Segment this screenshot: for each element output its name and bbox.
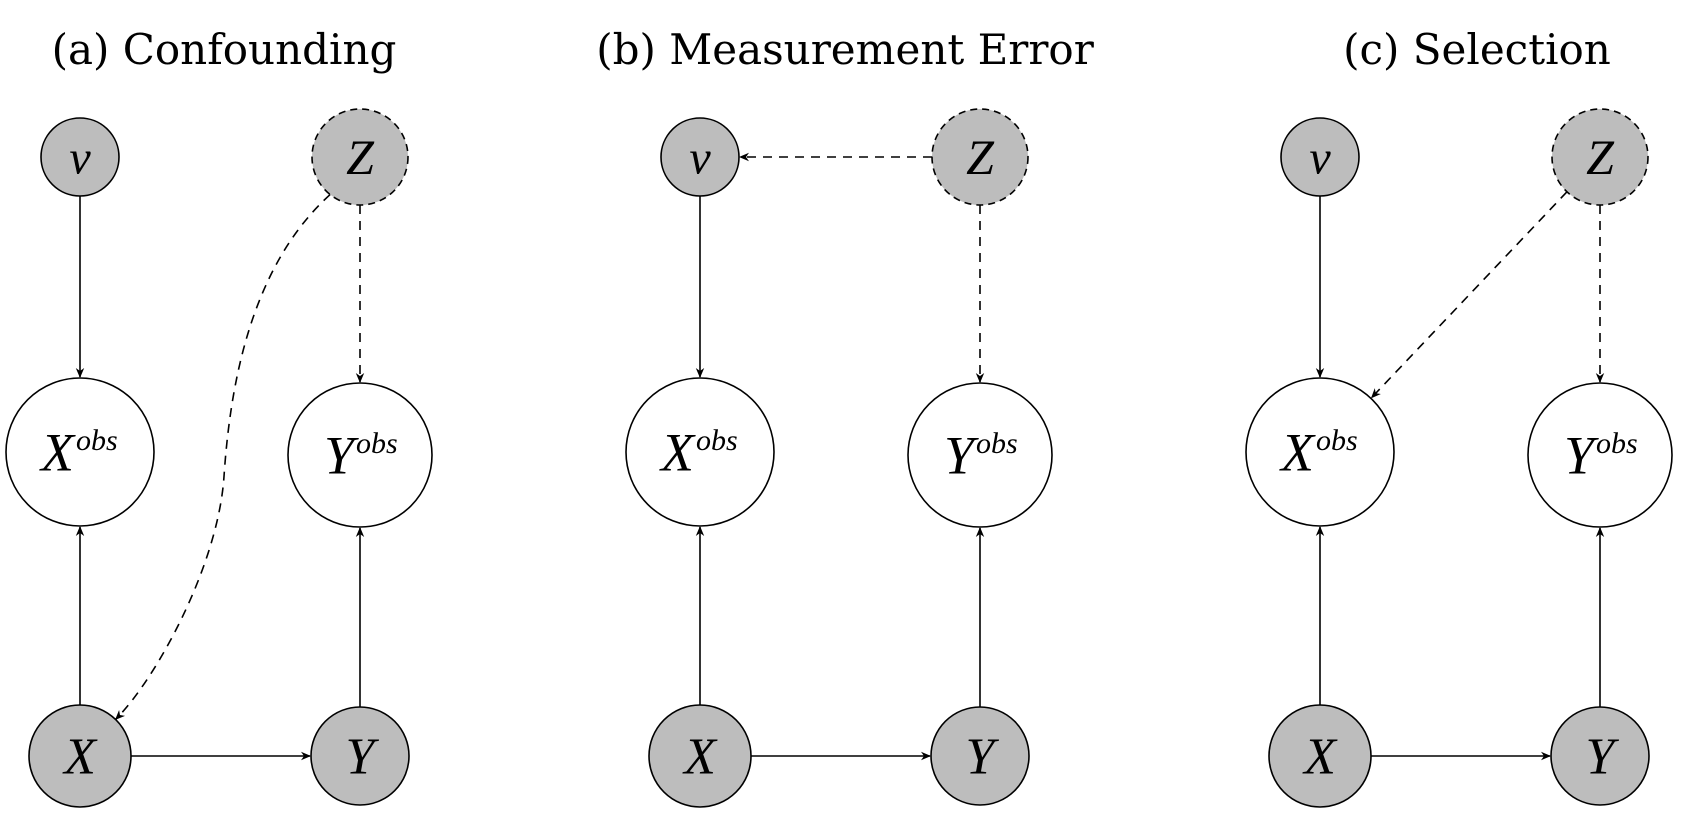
node-nu-circle <box>1280 117 1360 197</box>
node-nu: ν <box>660 117 740 197</box>
node-nu-label: ν <box>69 131 91 184</box>
node-z: Z <box>1551 108 1649 206</box>
node-xobs-superscript: obs <box>76 424 118 457</box>
node-z-circle <box>311 108 409 206</box>
node-xobs-superscript: obs <box>1316 424 1358 457</box>
node-z-label: Z <box>346 129 375 185</box>
edges-confounding <box>75 193 365 761</box>
panel-title: (a) Confounding <box>52 25 397 74</box>
node-yobs-circle <box>287 382 433 528</box>
node-y-circle <box>930 706 1030 806</box>
node-x-label: X <box>682 729 718 786</box>
node-xobs-label: X <box>659 422 696 482</box>
node-xobs-circle <box>1245 377 1395 527</box>
node-z-label: Z <box>1586 129 1615 185</box>
node-z-circle <box>1551 108 1649 206</box>
node-y: Y <box>930 706 1030 806</box>
node-xobs-superscript: obs <box>696 424 738 457</box>
node-x: X <box>28 704 132 808</box>
node-y-label: Y <box>346 729 380 786</box>
node-yobs-circle <box>907 382 1053 528</box>
node-z: Z <box>931 108 1029 206</box>
node-yobs-circle <box>1527 382 1673 528</box>
node-yobs-superscript: obs <box>356 427 398 460</box>
node-y-circle <box>1550 706 1650 806</box>
node-x-label: X <box>62 729 98 786</box>
edges-measurement-error <box>695 152 985 761</box>
node-yobs-label: Y <box>944 425 979 485</box>
node-y-label: Y <box>1586 729 1620 786</box>
node-yobs-superscript: obs <box>976 427 1018 460</box>
node-xobs-circle <box>625 377 775 527</box>
node-xobs-label: X <box>1279 422 1316 482</box>
edge-z-to-x <box>114 193 331 720</box>
node-xobs-circle <box>5 377 155 527</box>
node-x-circle <box>1268 704 1372 808</box>
node-yobs-superscript: obs <box>1596 427 1638 460</box>
node-y: Y <box>310 706 410 806</box>
node-y-circle <box>310 706 410 806</box>
node-z: Z <box>311 108 409 206</box>
node-nu-label: ν <box>689 131 711 184</box>
node-x-label: X <box>1302 729 1338 786</box>
node-x: X <box>648 704 752 808</box>
node-xobs-label: X <box>39 422 76 482</box>
node-x-circle <box>28 704 132 808</box>
node-yobs-label: Y <box>1564 425 1599 485</box>
node-y-label: Y <box>966 729 1000 786</box>
panel-title: (c) Selection <box>1343 25 1611 74</box>
panel-title: (b) Measurement Error <box>596 25 1095 74</box>
edge-z-to-xobs <box>1370 191 1568 399</box>
node-nu-label: ν <box>1309 131 1331 184</box>
node-yobs-label: Y <box>324 425 359 485</box>
node-y: Y <box>1550 706 1650 806</box>
edges-selection <box>1315 191 1605 761</box>
node-z-circle <box>931 108 1029 206</box>
node-nu-circle <box>660 117 740 197</box>
node-nu: ν <box>1280 117 1360 197</box>
node-x: X <box>1268 704 1372 808</box>
node-z-label: Z <box>966 129 995 185</box>
node-nu: ν <box>40 117 120 197</box>
node-x-circle <box>648 704 752 808</box>
node-nu-circle <box>40 117 120 197</box>
